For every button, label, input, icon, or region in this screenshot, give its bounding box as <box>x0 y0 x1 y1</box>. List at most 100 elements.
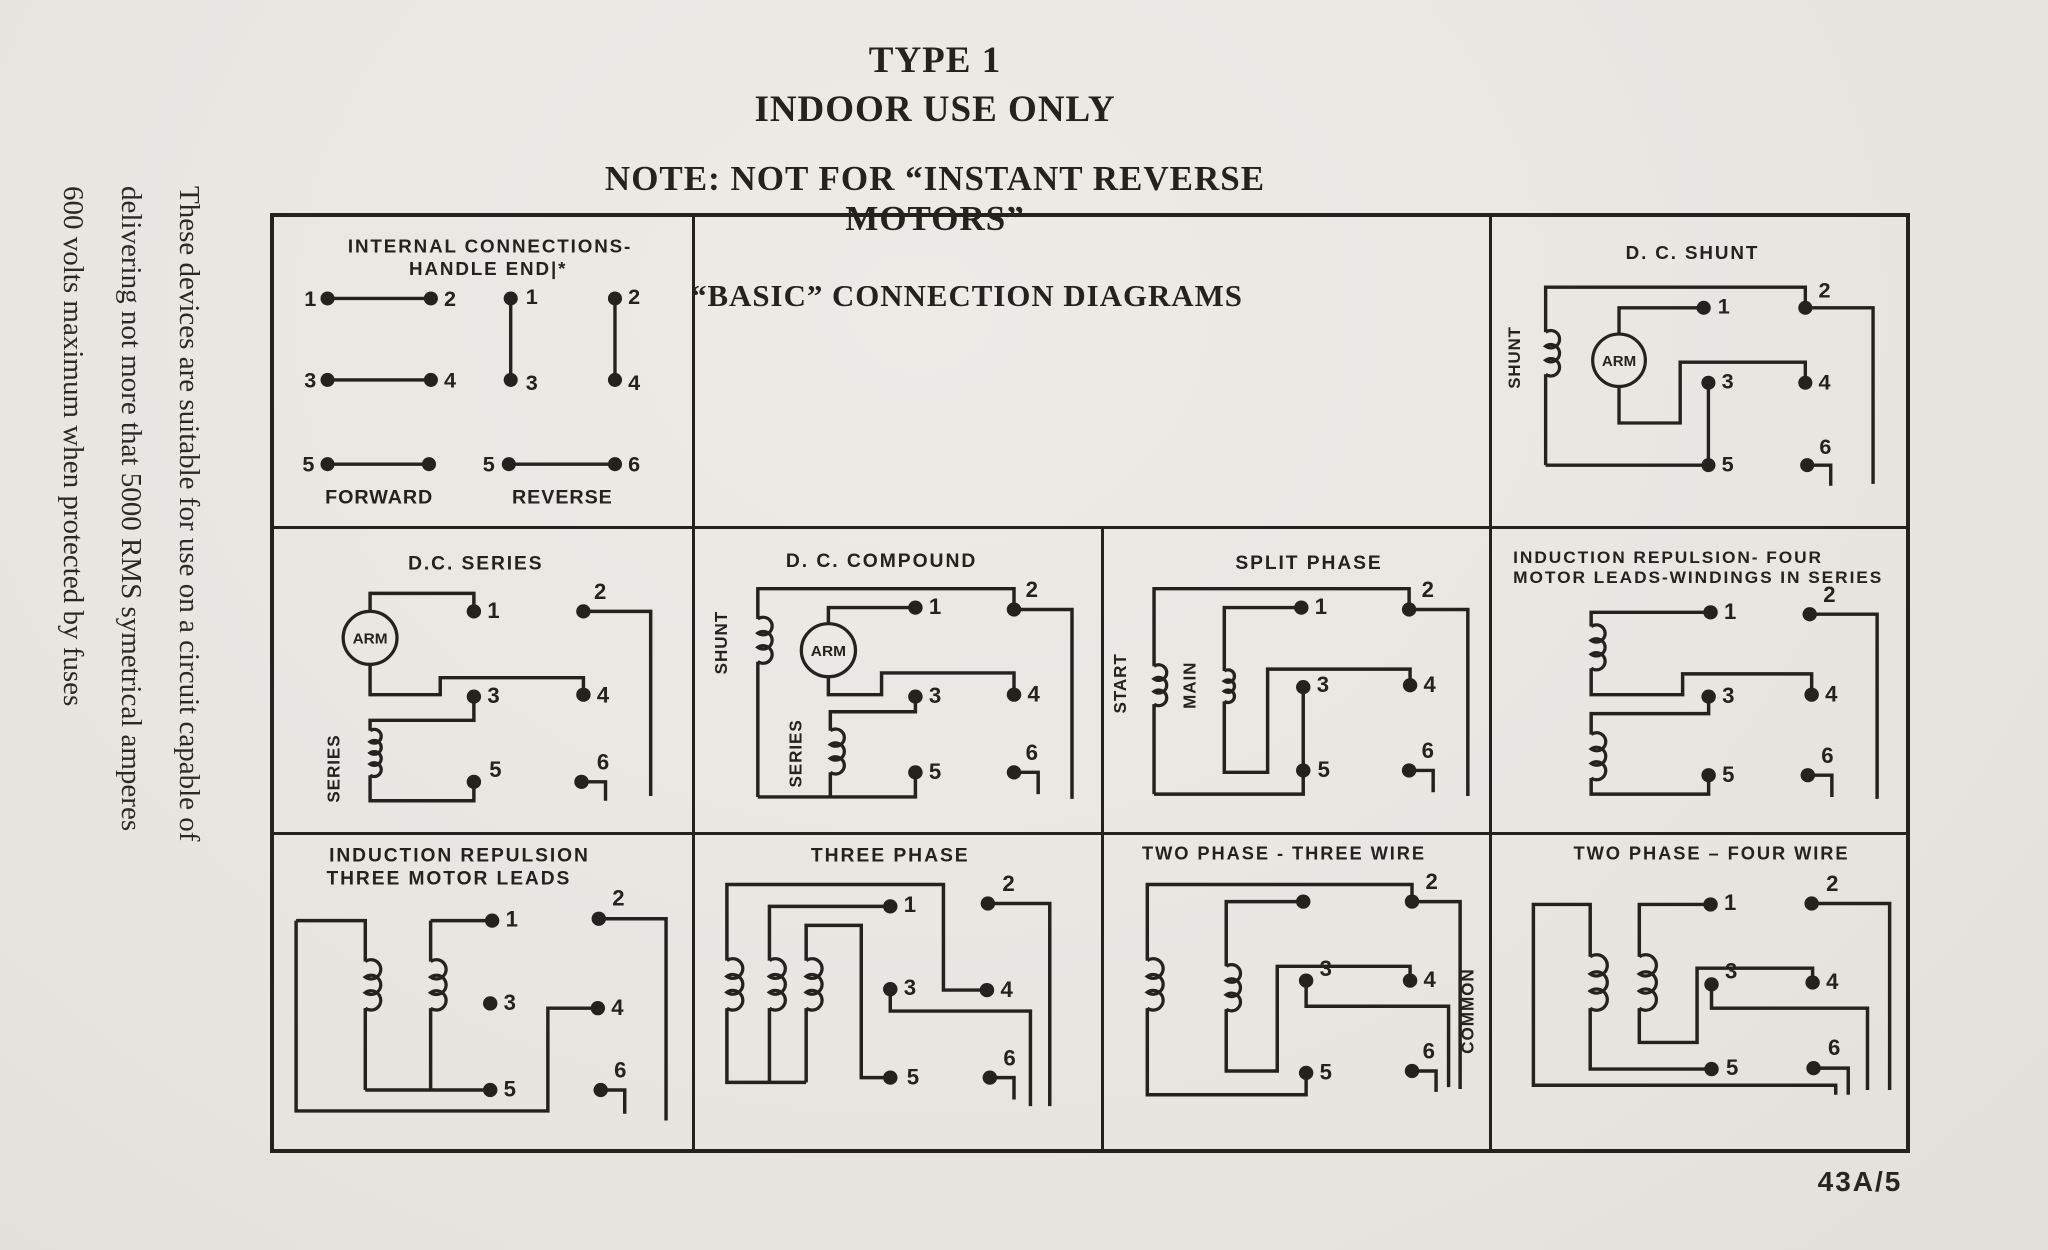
wire <box>368 775 476 803</box>
terminal-dot <box>1404 1063 1420 1079</box>
terminal-label: 1 <box>487 598 500 623</box>
cell-basic-connection-diagrams: “BASIC” CONNECTION DIAGRAMS <box>695 217 1492 529</box>
indoor-use-title: INDOOR USE ONLY <box>754 89 1116 130</box>
terminal-label: 5 <box>504 1077 517 1102</box>
wire <box>1637 902 1711 957</box>
wire <box>1152 586 1411 667</box>
terminal-label: 4 <box>628 370 641 395</box>
terminal-label: 2 <box>1425 869 1438 894</box>
diagram-title: HANDLE END|* <box>409 258 567 279</box>
wire <box>368 664 586 697</box>
wire <box>1222 667 1412 775</box>
diagram-title: SPLIT PHASE <box>1235 553 1382 574</box>
winding-name-label: SHUNT <box>711 611 731 674</box>
terminal-dot <box>423 372 438 387</box>
winding-name-label: START <box>1110 653 1130 713</box>
terminal-dot <box>1296 763 1311 778</box>
wire <box>1224 964 1412 1073</box>
wire <box>1145 882 1414 961</box>
terminal-dot <box>423 291 438 306</box>
wire <box>828 696 918 731</box>
terminal-dot <box>607 457 623 472</box>
terminal-dot <box>1798 300 1813 315</box>
wire <box>581 780 608 801</box>
winding-coil <box>1151 663 1169 708</box>
terminal-label: 4 <box>1424 967 1437 992</box>
terminal-label: 2 <box>1818 278 1831 303</box>
wire <box>1811 901 1892 1091</box>
armature-circle <box>799 622 858 679</box>
terminal-dot <box>908 600 923 615</box>
wire <box>1807 463 1833 486</box>
terminal-dot <box>883 982 898 997</box>
diagram-title: INDUCTION REPULSION <box>329 846 590 867</box>
terminal-dot <box>466 689 482 704</box>
terminal-label: 3 <box>929 683 942 708</box>
terminal-label: 6 <box>597 750 610 775</box>
wire <box>1589 668 1814 697</box>
terminal-dot <box>576 604 591 619</box>
terminal-dot <box>574 774 589 789</box>
terminal-label: 5 <box>1726 1055 1739 1080</box>
winding-coil <box>1144 957 1165 1012</box>
terminal-dot <box>1800 458 1815 473</box>
terminal-dot <box>591 911 606 926</box>
terminal-dot <box>421 457 437 472</box>
terminal-label: 2 <box>594 579 607 604</box>
terminal-dot <box>1703 897 1718 912</box>
terminal-label: 2 <box>612 886 625 911</box>
diagram-title: TWO PHASE – FOUR WIRE <box>1573 844 1849 864</box>
terminal-dot <box>1804 687 1819 702</box>
terminal-label: 1 <box>1724 890 1737 915</box>
wire <box>826 671 1016 697</box>
terminal-label: 3 <box>904 975 917 1000</box>
wire <box>1709 984 1870 1091</box>
terminal-label: 4 <box>1424 672 1437 697</box>
wire <box>296 918 368 962</box>
terminal-dot <box>503 372 518 387</box>
terminal-dot <box>1401 602 1417 617</box>
winding-coil <box>427 958 448 1012</box>
terminal-label: 3 <box>1722 368 1735 393</box>
terminal-dot <box>466 774 482 789</box>
terminal-dot <box>1701 375 1716 390</box>
type-title: TYPE 1 <box>868 40 1002 81</box>
note-text: NOTE: NOT FOR “INSTANT REVERSE MOTORS” <box>604 159 1266 238</box>
wire <box>1543 285 1808 333</box>
terminal-label: 1 <box>526 284 539 309</box>
terminal-label: 6 <box>1819 434 1832 459</box>
wire <box>1809 612 1879 799</box>
terminal-dot <box>607 372 623 387</box>
winding-coil <box>1587 953 1609 1012</box>
terminal-dot <box>908 765 923 780</box>
terminal-label: 5 <box>1318 757 1331 782</box>
terminal-label: 5 <box>483 452 496 477</box>
terminal-label: 4 <box>1826 969 1839 994</box>
terminal-label: 2 <box>628 284 641 309</box>
terminal-dot <box>576 687 591 702</box>
terminal-label: 6 <box>1003 1045 1016 1070</box>
armature-label: ARM <box>353 631 388 648</box>
winding-coil <box>766 957 787 1012</box>
wire <box>989 1075 1016 1100</box>
diagram-title: THREE PHASE <box>811 846 970 867</box>
armature-circle <box>1591 332 1647 389</box>
wire <box>804 923 891 1080</box>
diagram-title: THREE MOTOR LEADS <box>326 869 571 890</box>
diagram-title: “BASIC” CONNECTION DIAGRAMS <box>695 279 1243 313</box>
terminal-label: 4 <box>1825 681 1838 706</box>
terminal-label: 2 <box>1422 577 1435 602</box>
armature-label: ARM <box>1602 353 1636 370</box>
terminal-dot <box>1294 600 1309 615</box>
